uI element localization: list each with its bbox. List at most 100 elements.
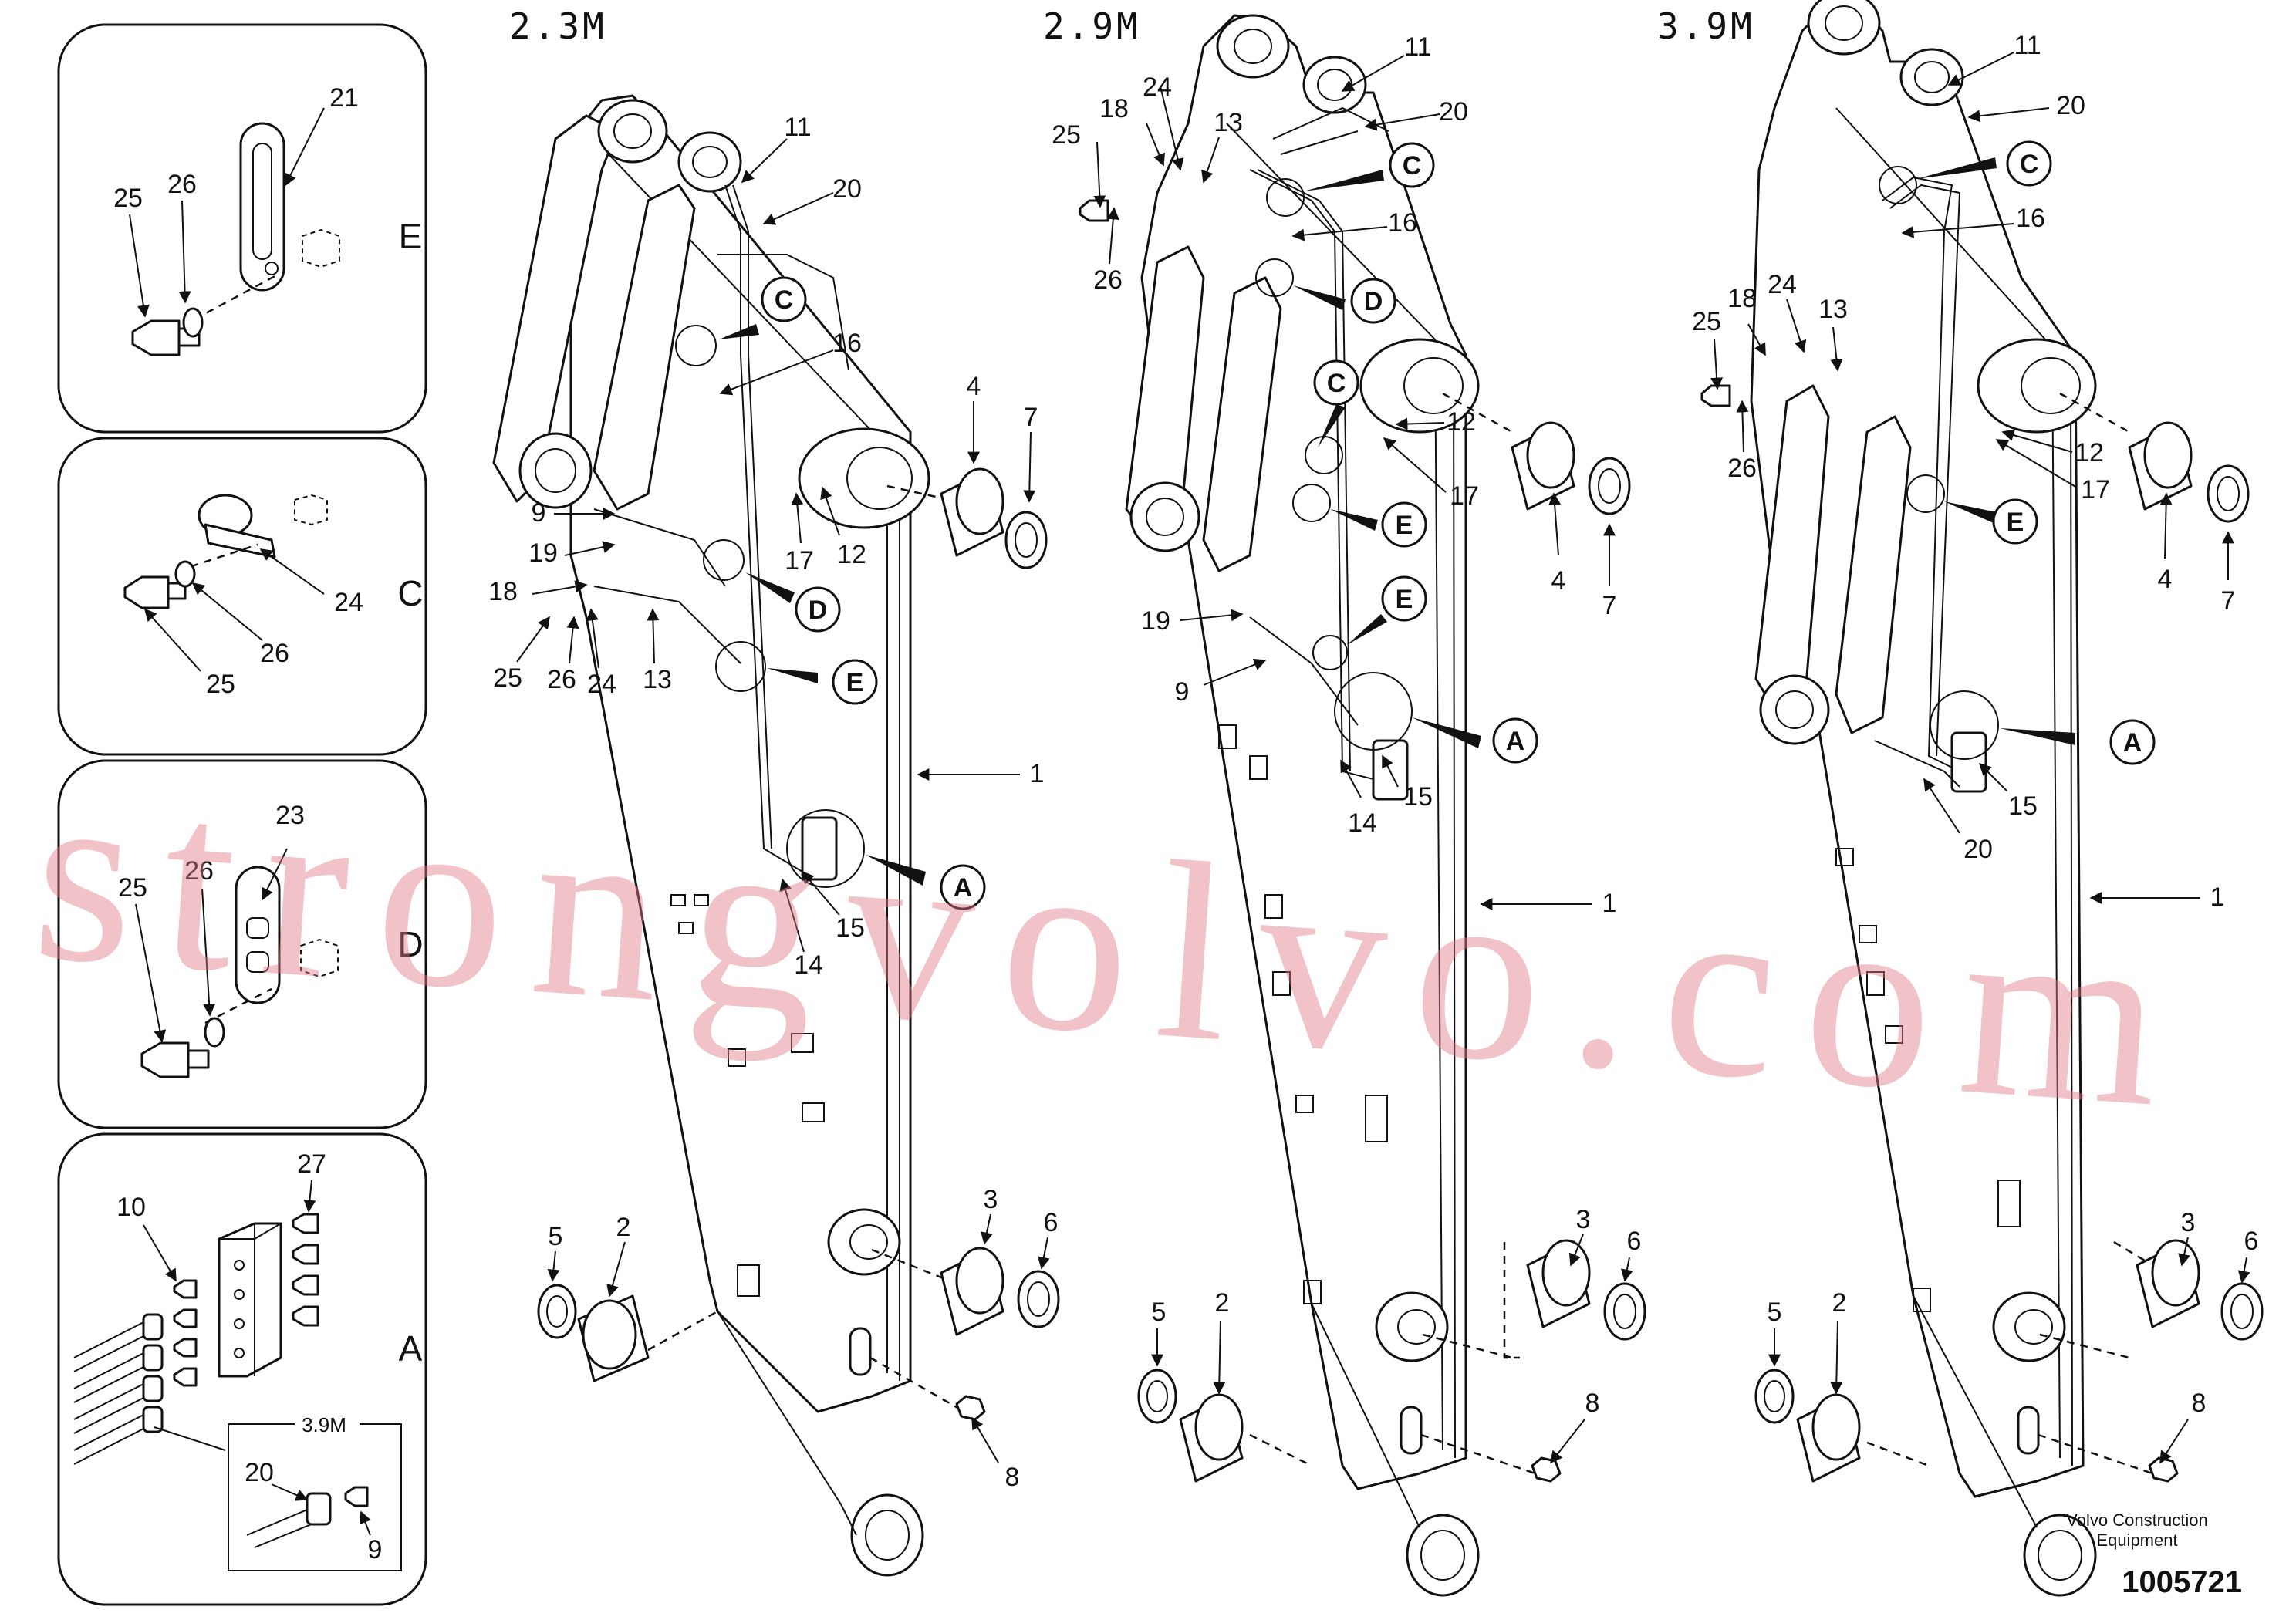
- arm-3-9m-label-18: 18: [1727, 284, 1757, 313]
- title-2-9m: 2.9M: [1043, 5, 1141, 47]
- arm-3-9m-label-25: 25: [1692, 307, 1721, 336]
- arm-2-3m-label-11: 11: [784, 113, 811, 142]
- panel-d-label-26: 26: [184, 856, 214, 886]
- arm-2-9m-grease-8: [1531, 1456, 1562, 1483]
- arm-2-3m-label-14: 14: [794, 950, 823, 980]
- arm-2-9m-label-8: 8: [1585, 1389, 1600, 1418]
- panel-c-bolt: [123, 575, 187, 609]
- arm-2-9m-callout-d: D: [1364, 287, 1383, 316]
- arm-2-9m-label-17: 17: [1450, 481, 1479, 511]
- arm-3-9m-label-20: 20: [2056, 91, 2085, 120]
- arm-2-9m-callout-e-lower: E: [1396, 585, 1413, 614]
- arm-3-9m-callout-e: E: [2007, 508, 2024, 537]
- arm-2-3m-grease-line: [869, 1356, 965, 1413]
- arm-3-9m-callout-c: C: [2020, 150, 2039, 179]
- arm-2-3m-label-12: 12: [837, 540, 866, 569]
- panel-c-pclip: [177, 494, 328, 572]
- arm-2-3m-label-18: 18: [488, 577, 518, 606]
- arm-2-9m-label-5: 5: [1152, 1298, 1167, 1327]
- panel-d-letter: D: [397, 924, 423, 964]
- panel-c-label-24: 24: [334, 588, 363, 617]
- arm-3-9m: [1750, 0, 2153, 1597]
- arm-2-9m-label-9: 9: [1175, 677, 1190, 707]
- arm-3-9m-label-24: 24: [1768, 270, 1797, 299]
- panel-a-label-10: 10: [116, 1193, 146, 1222]
- arm-2-3m-label-2: 2: [616, 1213, 631, 1242]
- arm-2-9m-callout-c-mid: C: [1327, 369, 1346, 398]
- arm-2-9m-seal-6: [1603, 1282, 1646, 1341]
- arm-2-9m-label-25: 25: [1052, 120, 1081, 150]
- arm-3-9m-grease-8: [2148, 1456, 2179, 1483]
- arm-2-9m-label-20: 20: [1439, 97, 1468, 127]
- panel-d-clip: [204, 866, 339, 1024]
- arm-2-3m-callout-c: C: [775, 285, 794, 315]
- arm-2-9m-grease-line: [1420, 1433, 1536, 1475]
- panel-e-label-26: 26: [167, 170, 197, 199]
- panel-a-hoses: [73, 1279, 198, 1465]
- title-3-9m: 3.9M: [1657, 5, 1755, 47]
- arm-3-9m-bushing-4: [2128, 421, 2193, 511]
- brand-line-2: Equipment: [2096, 1531, 2178, 1550]
- arm-2-3m-label-26: 26: [547, 665, 576, 694]
- arm-2-9m-bushing-2: [1179, 1393, 1244, 1483]
- panel-e-label-21: 21: [329, 83, 359, 113]
- arm-3-9m-label-12: 12: [2075, 438, 2104, 467]
- arm-2-3m-label-9: 9: [532, 498, 546, 528]
- arm-2-3m-bush-line: [647, 1310, 718, 1352]
- arm-3-9m-seal-6: [2220, 1282, 2264, 1341]
- arm-2-3m-callout-a: A: [954, 873, 973, 903]
- panel-c-washer: [174, 560, 196, 588]
- panel-d-bolt: [140, 1041, 210, 1078]
- arm-2-3m-label-1: 1: [1030, 759, 1045, 788]
- arm-2-9m-bush-line: [1249, 1433, 1312, 1467]
- arm-3-9m-label-3: 3: [2181, 1208, 2196, 1237]
- arm-2-3m: [492, 94, 930, 1577]
- arm-2-9m-label-14: 14: [1348, 808, 1377, 838]
- arm-2-9m-label-4: 4: [1551, 566, 1566, 596]
- arm-2-3m-label-17: 17: [785, 546, 814, 575]
- arm-2-3m-label-4: 4: [967, 372, 981, 401]
- arm-2-3m-bushing-2: [577, 1294, 650, 1382]
- arm-2-9m-label-24: 24: [1143, 73, 1172, 102]
- arm-2-9m-label-6: 6: [1627, 1227, 1642, 1256]
- arm-2-3m-label-7: 7: [1024, 403, 1038, 432]
- arm-3-9m-label-13: 13: [1818, 295, 1848, 324]
- arm-2-3m-callout-d: D: [809, 596, 828, 625]
- arm-3-9m-label-16: 16: [2016, 204, 2045, 233]
- panel-a-inset-label-9: 9: [368, 1535, 383, 1564]
- panel-d-label-23: 23: [275, 801, 305, 830]
- arm-2-9m-callout-c-top: C: [1403, 151, 1422, 181]
- arm-2-9m-bushing-4: [1511, 421, 1575, 511]
- brand-block: Volvo Construction Equipment: [2014, 1510, 2261, 1551]
- arm-2-3m-bushing-4: [940, 467, 1004, 557]
- arm-3-9m-label-26: 26: [1727, 454, 1757, 483]
- arm-2-3m-label-5: 5: [549, 1222, 563, 1251]
- arm-3-9m-label-4: 4: [2158, 565, 2173, 594]
- panel-a-letter: A: [399, 1328, 423, 1369]
- arm-3-9m-label-6: 6: [2244, 1227, 2259, 1256]
- arm-2-9m: [1125, 14, 1520, 1597]
- arm-3-9m-bushing-2: [1796, 1393, 1861, 1483]
- panel-c-letter: C: [397, 573, 423, 613]
- arm-2-9m-callout-e-upper: E: [1396, 511, 1413, 540]
- arm-3-9m-seal-7: [2207, 464, 2250, 523]
- arm-2-9m-seal-5: [1137, 1369, 1177, 1424]
- arm-3-9m-label-11: 11: [2014, 31, 2041, 60]
- panel-c-frame: [57, 437, 427, 756]
- arm-2-3m-label-24: 24: [587, 670, 616, 699]
- arm-2-9m-callout-a: A: [1506, 727, 1525, 756]
- arm-2-9m-label-13: 13: [1214, 108, 1243, 137]
- arm-2-3m-callout-e: E: [846, 668, 864, 697]
- arm-2-3m-label-16: 16: [832, 329, 862, 358]
- arm-3-9m-label-2: 2: [1832, 1288, 1847, 1318]
- arm-2-3m-label-19: 19: [528, 538, 558, 568]
- arm-2-3m-label-20: 20: [832, 174, 862, 204]
- arm-3-9m-bush-line: [1866, 1441, 1930, 1467]
- arm-2-9m-label-16: 16: [1388, 208, 1417, 238]
- arm-3-9m-label-1: 1: [2210, 883, 2225, 912]
- arm-2-9m-label-1: 1: [1602, 889, 1617, 918]
- arm-2-9m-label-3: 3: [1576, 1205, 1591, 1234]
- panel-d-washer: [204, 1017, 225, 1048]
- title-2-3m: 2.3M: [509, 5, 607, 47]
- arm-3-9m-label-20-lower: 20: [1963, 835, 1993, 864]
